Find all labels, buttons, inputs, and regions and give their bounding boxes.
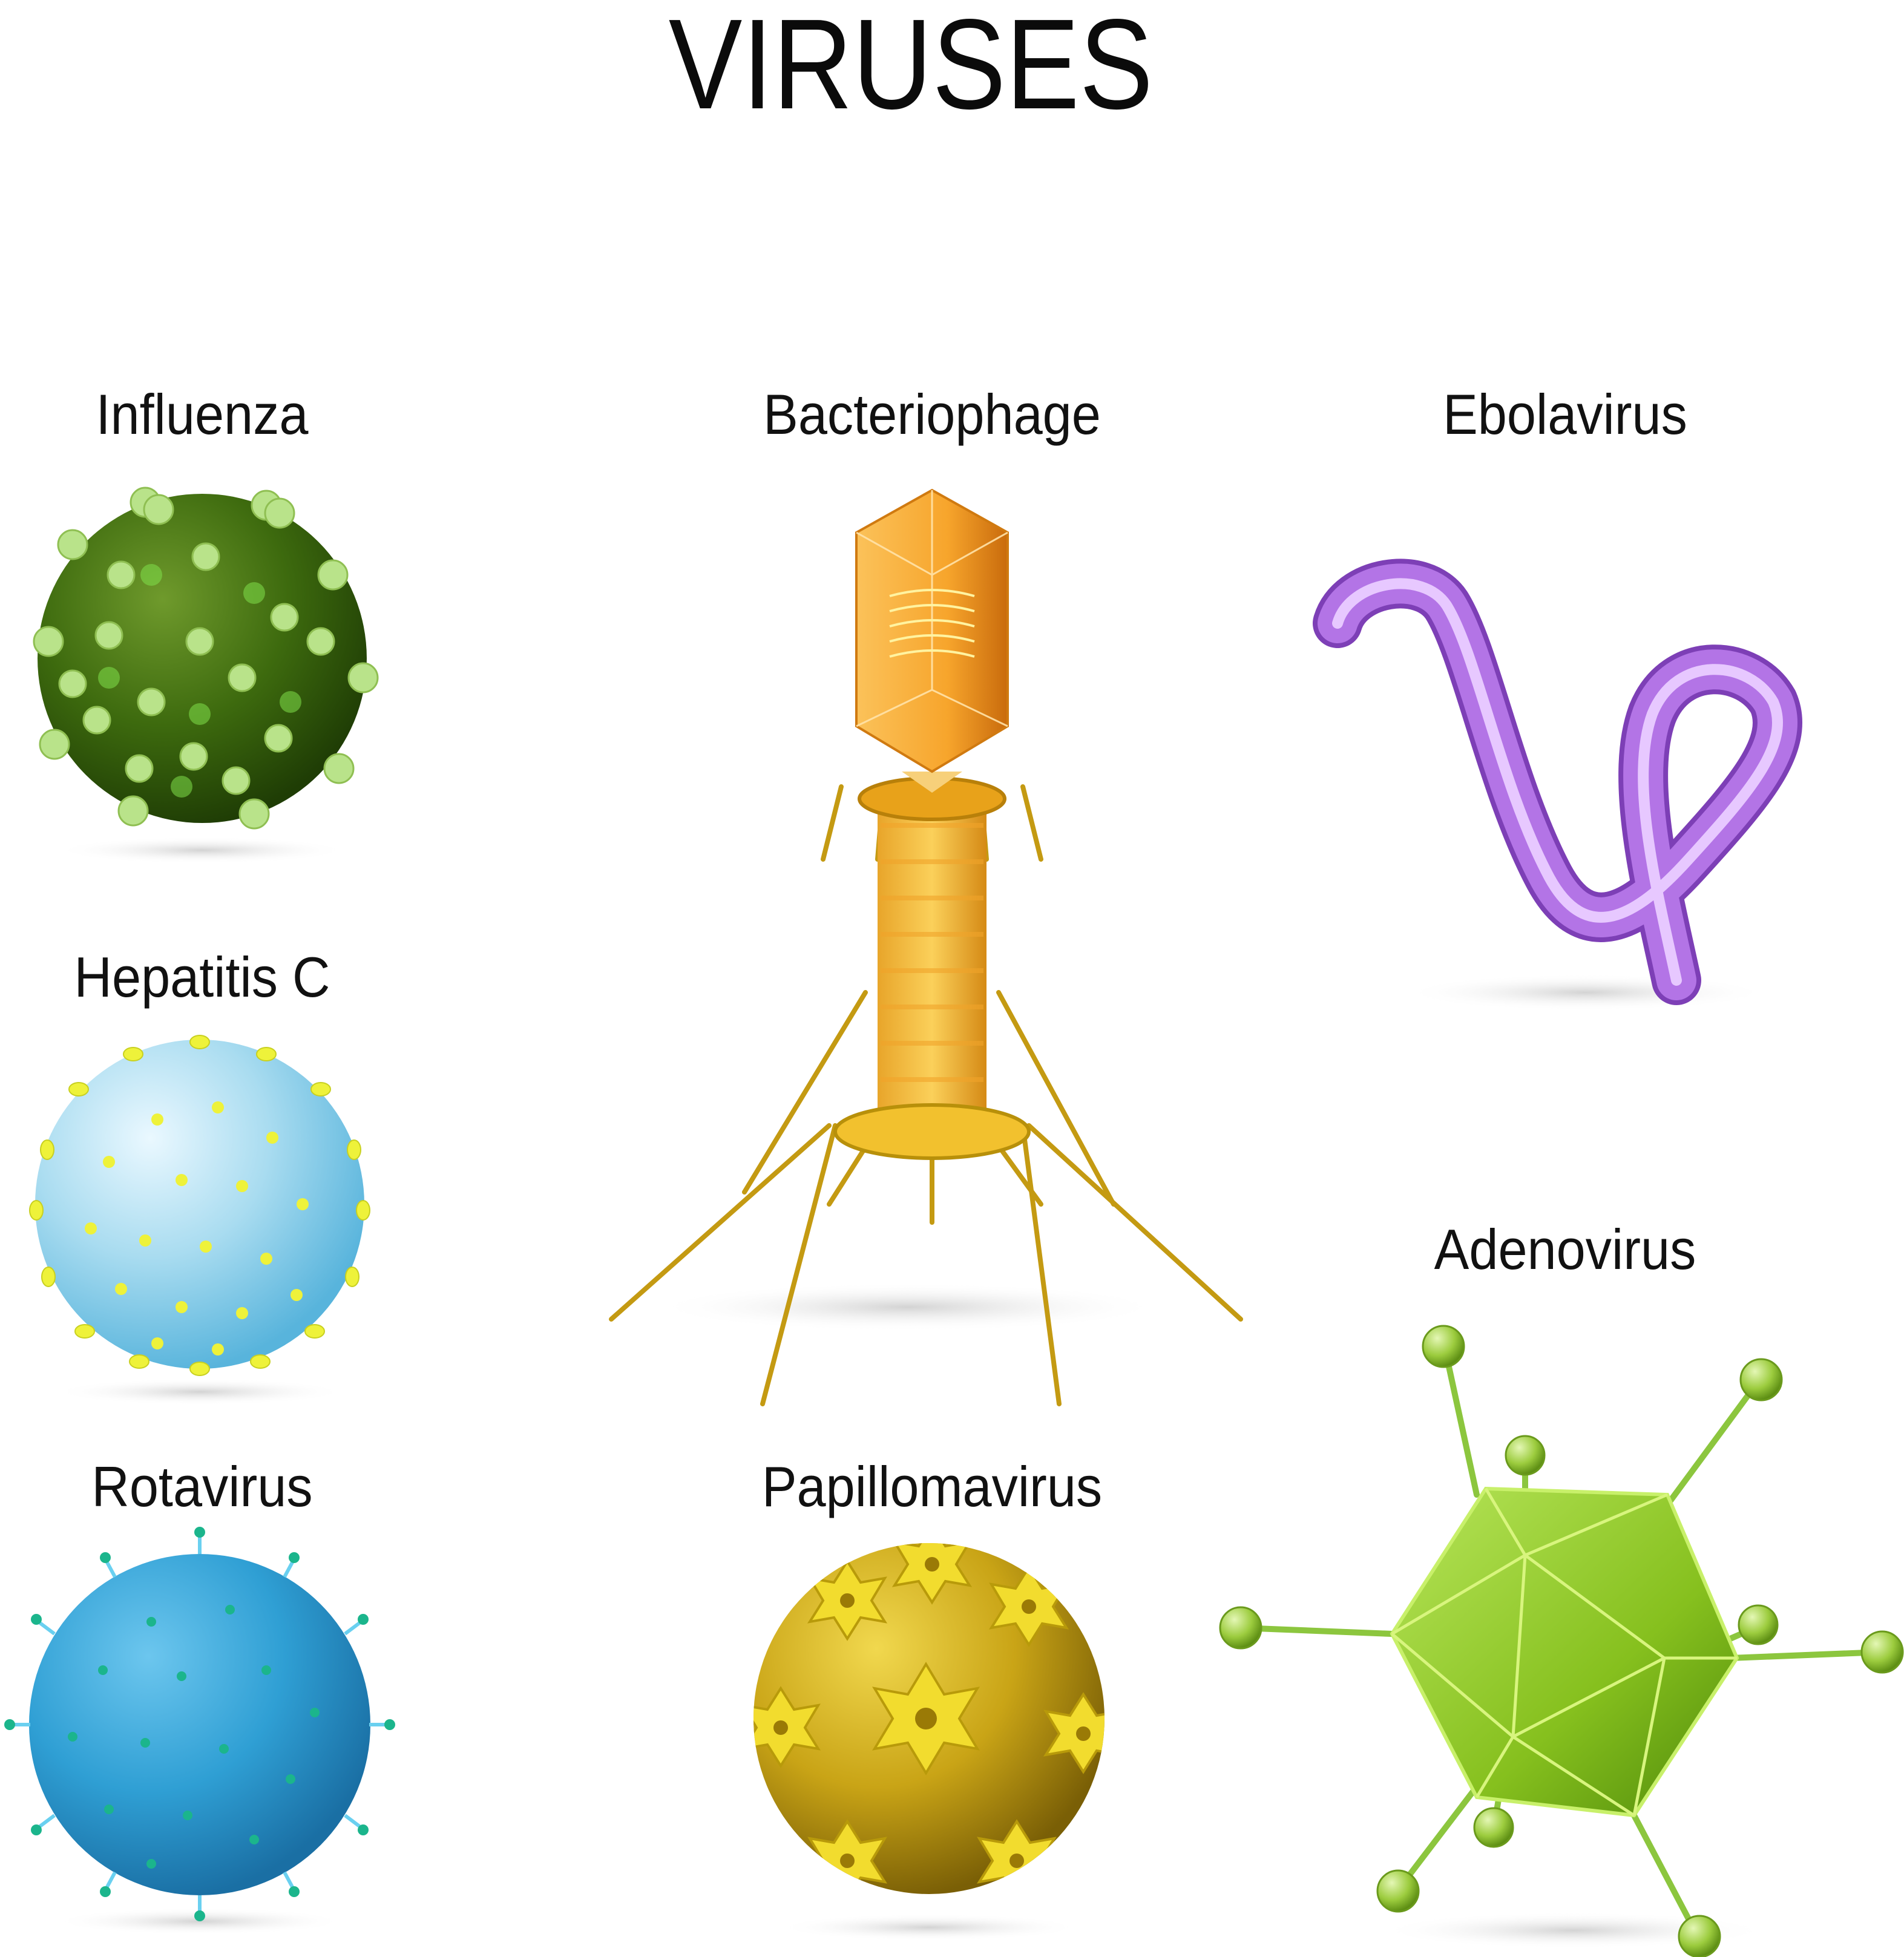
shadow bbox=[1404, 974, 1767, 1011]
shadow bbox=[54, 1378, 345, 1405]
shadow bbox=[1380, 1912, 1767, 1949]
influenza-virus-icon bbox=[33, 487, 379, 830]
rotavirus-icon bbox=[4, 1527, 395, 1921]
label-papillomavirus: Papillomavirus bbox=[761, 1455, 1103, 1518]
label-bacteriophage: Bacteriophage bbox=[763, 382, 1101, 446]
shadow bbox=[654, 1283, 1162, 1331]
page-title: VIRUSES bbox=[668, 0, 1154, 136]
label-hepatitis-c: Hepatitis C bbox=[74, 945, 330, 1009]
shadow bbox=[57, 837, 347, 864]
bacteriophage-icon bbox=[609, 488, 1243, 1406]
label-ebolavirus: Ebolavirus bbox=[1443, 382, 1687, 446]
hepatitis-c-virus-icon bbox=[29, 1035, 370, 1376]
shadow bbox=[778, 1914, 1080, 1941]
papillomavirus-icon bbox=[753, 1543, 1105, 1894]
label-influenza: Influenza bbox=[96, 382, 309, 446]
label-rotavirus: Rotavirus bbox=[91, 1455, 313, 1518]
adenovirus-icon bbox=[1219, 1325, 1904, 1957]
ebolavirus-icon bbox=[1313, 559, 1802, 1005]
label-adenovirus: Adenovirus bbox=[1434, 1218, 1696, 1281]
